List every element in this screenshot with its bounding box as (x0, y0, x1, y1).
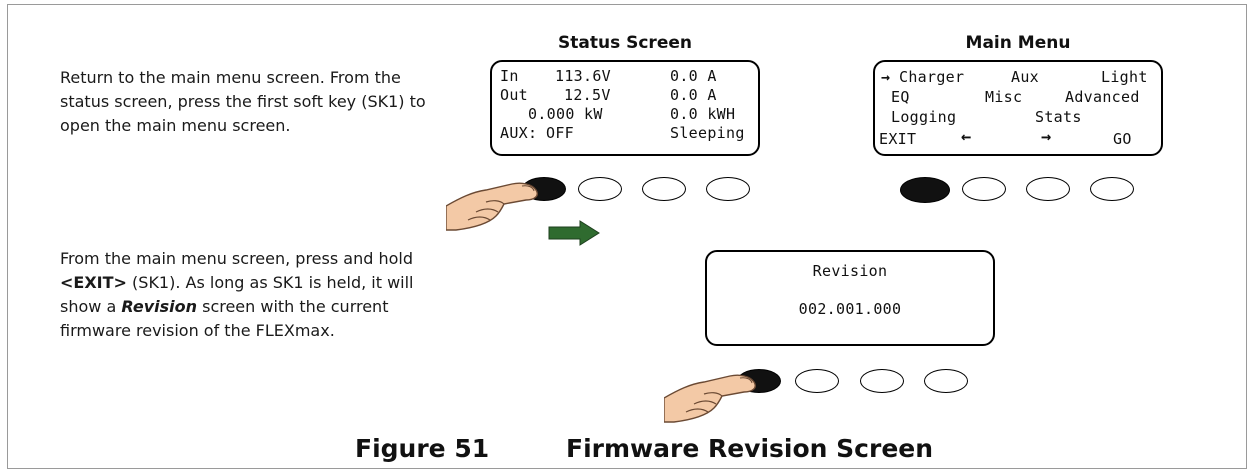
right-arrow-icon (548, 220, 600, 246)
menu-item-stats[interactable]: Stats (1035, 108, 1082, 126)
revision-title: Revision (812, 262, 888, 280)
status-screen-lcd: In 113.6V 0.0 A Out 12.5V 0.0 A 0.000 kW… (490, 60, 760, 156)
revision-value: 002.001.000 (798, 300, 902, 318)
instruction-step2: From the main menu screen, press and hol… (60, 247, 440, 343)
menu-soft-key-1[interactable] (900, 177, 950, 203)
status-row4-left: AUX: (500, 124, 538, 142)
status-soft-key-2[interactable] (578, 177, 622, 201)
status-row3-mid: 0.000 kW (528, 105, 603, 123)
instruction-step2-part2: (SK1). As long as SK1 is held, it will s… (60, 273, 414, 316)
status-row1-right: 0.0 A (670, 67, 717, 85)
menu-soft-key-3[interactable] (1026, 177, 1070, 201)
revision-soft-key-4[interactable] (924, 369, 968, 393)
softkey-label-right: → (1041, 127, 1052, 147)
softkey-label-exit: EXIT (879, 130, 917, 148)
instruction-step2-part3: screen with the current firmware revisio… (60, 297, 389, 340)
hand-pressing-icon (664, 374, 756, 423)
status-row1-left: In (500, 67, 519, 85)
menu-item-eq[interactable]: EQ (891, 88, 910, 106)
menu-item-logging[interactable]: Logging (891, 108, 957, 126)
menu-soft-key-2[interactable] (962, 177, 1006, 201)
menu-item-misc[interactable]: Misc (985, 88, 1023, 106)
instruction-step1: Return to the main menu screen. From the… (60, 68, 426, 135)
figure-frame (7, 4, 1247, 469)
status-screen-title: Status Screen (558, 33, 692, 53)
revision-screen-lcd: Revision 002.001.000 (705, 250, 995, 346)
menu-item-aux[interactable]: Aux (1011, 68, 1039, 86)
figure-number: Figure 51 (355, 434, 490, 463)
softkey-label-left: ← (961, 127, 972, 147)
menu-soft-key-4[interactable] (1090, 177, 1134, 201)
main-menu-lcd: → Charger Aux Light EQ Misc Advanced Log… (873, 60, 1163, 156)
instruction-step2-part1: From the main menu screen, press and hol… (60, 249, 413, 268)
revision-soft-key-2[interactable] (795, 369, 839, 393)
selection-cursor-icon: → (881, 68, 891, 86)
figure-title: Firmware Revision Screen (566, 434, 934, 463)
status-row2-left: Out (500, 86, 528, 104)
status-soft-key-4[interactable] (706, 177, 750, 201)
revision-word: Revision (121, 297, 198, 316)
main-menu-title: Main Menu (965, 33, 1071, 53)
status-row4-right: Sleeping (670, 124, 745, 142)
hand-pressing-icon (446, 182, 538, 231)
revision-soft-key-3[interactable] (860, 369, 904, 393)
menu-item-advanced[interactable]: Advanced (1065, 88, 1140, 106)
status-soft-key-3[interactable] (642, 177, 686, 201)
status-row1-mid: 113.6V (555, 67, 611, 85)
menu-item-light[interactable]: Light (1101, 68, 1148, 86)
menu-item-charger[interactable]: Charger (899, 68, 965, 86)
status-row2-right: 0.0 A (670, 86, 717, 104)
exit-label: <EXIT> (60, 273, 127, 292)
status-row3-right: 0.0 kWH (670, 105, 736, 123)
status-row4-mid: OFF (546, 124, 574, 142)
softkey-label-go: GO (1113, 130, 1132, 148)
status-row2-mid: 12.5V (564, 86, 611, 104)
